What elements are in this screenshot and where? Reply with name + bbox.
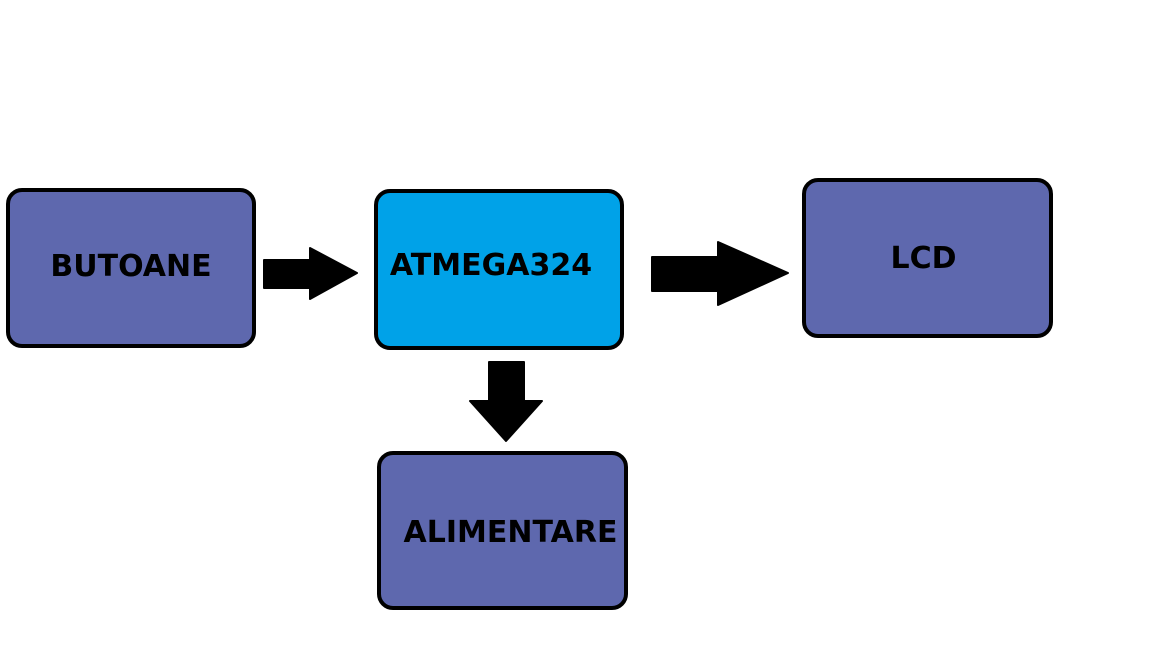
block-lcd-label: LCD xyxy=(890,240,957,276)
block-lcd: LCD xyxy=(802,178,1053,338)
block-atmega324-label: ATMEGA324 xyxy=(389,248,593,283)
block-alimentare: ALIMENTARE xyxy=(377,451,628,610)
block-butoane-label: BUTOANE xyxy=(50,248,212,284)
block-atmega324: ATMEGA324 xyxy=(374,189,624,350)
block-alimentare-label: ALIMENTARE xyxy=(403,515,618,550)
arrow-butoane-to-atmega xyxy=(263,247,358,300)
arrow-atmega-to-alimentare xyxy=(469,361,543,442)
arrow-atmega-to-lcd xyxy=(651,241,789,306)
block-butoane: BUTOANE xyxy=(6,188,256,348)
